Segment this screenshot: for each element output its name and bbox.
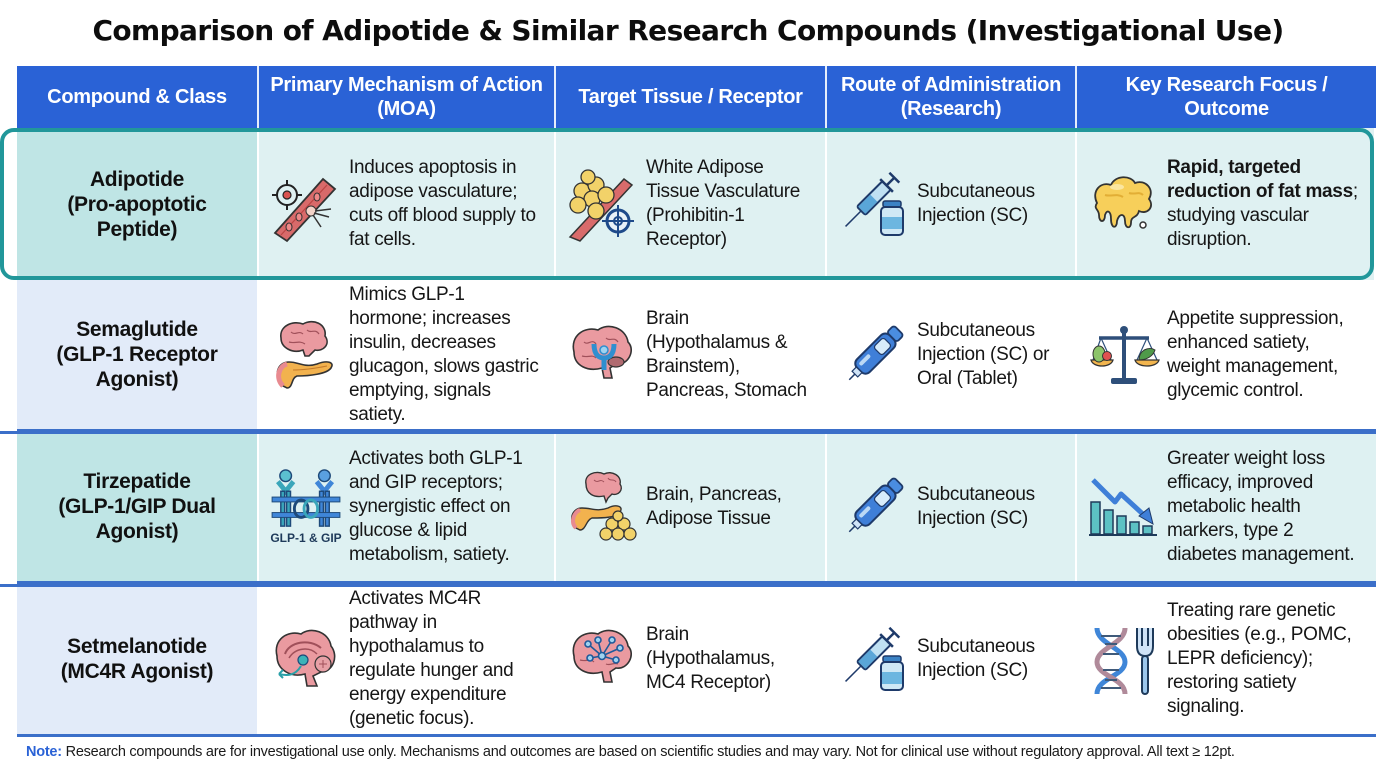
compound-cell: Setmelanotide (MC4R Agonist) (17, 584, 259, 734)
page-title: Comparison of Adipotide & Similar Resear… (92, 14, 1284, 47)
moa-cell: GLP-1 & GIP Activates both GLP-1 and GIP… (259, 432, 556, 581)
compound-cell: Adipotide (Pro-apoptotic Peptide) (17, 128, 259, 280)
blood-vessel-target-icon (269, 165, 343, 243)
outcome-text: Treating rare genetic obesities (e.g., P… (1167, 600, 1352, 717)
target-cell: Brain, Pancreas, Adipose Tissue (556, 432, 827, 581)
injection-pen-icon (837, 316, 911, 394)
receptor-label: GLP-1 & GIP (270, 531, 342, 545)
target-text: Brain, Pancreas, Adipose Tissue (646, 483, 782, 529)
note-label: Note: (26, 744, 62, 760)
outcome-cell: Treating rare genetic obesities (e.g., P… (1077, 584, 1376, 734)
balance-scale-icon (1087, 316, 1161, 394)
route-cell: Subcutaneous Injection (SC) (827, 432, 1077, 581)
moa-cell: Activates MC4R pathway in hypothalamus t… (259, 584, 556, 734)
header-compound: Compound & Class (17, 66, 259, 128)
header-target: Target Tissue / Receptor (556, 66, 827, 128)
table-header: Compound & Class Primary Mechanism of Ac… (17, 66, 1376, 128)
brain-pancreas-fat-icon (566, 468, 640, 546)
outcome-cell: Appetite suppression, enhanced satiety, … (1077, 280, 1376, 429)
moa-text: Activates both GLP-1 and GIP receptors; … (349, 447, 523, 565)
row-divider (0, 584, 1376, 587)
route-cell: Subcutaneous Injection (SC) (827, 584, 1077, 734)
route-text: Subcutaneous Injection (SC) (917, 483, 1035, 529)
table-row-tirzepatide: Tirzepatide (GLP-1/GIP Dual Agonist) (17, 432, 1376, 584)
injection-pen-icon (837, 468, 911, 546)
route-cell: Subcutaneous Injection (SC) (827, 128, 1077, 280)
dual-receptor-icon: GLP-1 & GIP (269, 468, 343, 546)
compound-name: Adipotide (89, 167, 185, 191)
target-cell: Brain (Hypothalamus & Brainstem), Pancre… (556, 280, 827, 429)
moa-cell: Mimics GLP-1 hormone; increases insulin,… (259, 280, 556, 429)
outcome-text: Appetite suppression, enhanced satiety, … (1167, 307, 1344, 401)
target-cell: White Adipose Tissue Vasculature (Prohib… (556, 128, 827, 280)
route-text: Subcutaneous Injection (SC) (917, 636, 1035, 681)
dna-fork-icon (1087, 620, 1161, 698)
compound-class: (GLP-1/GIP Dual Agonist) (58, 495, 216, 543)
header-route: Route of Administration (Research) (827, 66, 1077, 128)
compound-class: (GLP-1 Receptor Agonist) (56, 343, 218, 391)
moa-text: Mimics GLP-1 hormone; increases insulin,… (349, 283, 539, 425)
declining-bar-chart-icon (1087, 468, 1161, 546)
row-divider (0, 431, 1376, 434)
target-text: White Adipose Tissue Vasculature (Prohib… (646, 157, 801, 250)
brain-sagittal-icon (269, 620, 343, 698)
moa-cell: Induces apoptosis in adipose vasculature… (259, 128, 556, 280)
brain-network-icon (566, 620, 640, 698)
outcome-cell: Rapid, targeted reduction of fat mass; s… (1077, 128, 1376, 280)
table-row-semaglutide: Semaglutide (GLP-1 Receptor Agonist) Mim… (17, 280, 1376, 432)
moa-text: Activates MC4R pathway in hypothalamus t… (349, 588, 514, 729)
table-row-adipotide: Adipotide (Pro-apoptotic Peptide) (0, 128, 1376, 280)
note-text: Research compounds are for investigation… (61, 744, 1235, 760)
outcome-rest: ; studying vascular disruption. (1167, 181, 1358, 250)
outcome-text: Greater weight loss efficacy, improved m… (1167, 447, 1355, 565)
outcome-cell: Greater weight loss efficacy, improved m… (1077, 432, 1376, 581)
header-outcome: Key Research Focus / Outcome (1125, 74, 1328, 120)
melting-fat-icon (1087, 165, 1161, 243)
outcome-text: Rapid, targeted reduction of fat mass; s… (1167, 156, 1364, 252)
comparison-table: Compound & Class Primary Mechanism of Ac… (0, 66, 1376, 737)
brain-hypothalamus-icon (566, 316, 640, 394)
target-text: Brain (Hypothalamus & Brainstem), Pancre… (646, 307, 807, 401)
table-row-setmelanotide: Setmelanotide (MC4R Agonist) Activates M… (17, 584, 1376, 737)
brain-pancreas-icon (269, 316, 343, 394)
header-moa: Primary Mechanism of Action (MOA) (259, 66, 556, 128)
syringe-vial-icon (837, 165, 911, 243)
fat-cells-vessel-target-icon (566, 165, 640, 243)
compound-class: (MC4R Agonist) (60, 660, 214, 683)
syringe-vial-icon (837, 620, 911, 698)
moa-text: Induces apoptosis in adipose vasculature… (349, 157, 536, 250)
target-text: Brain (Hypothalamus, MC4 Receptor) (646, 624, 775, 693)
compound-name: Semaglutide (76, 318, 198, 341)
outcome-bold: Rapid, targeted reduction of fat mass (1167, 157, 1353, 202)
target-cell: Brain (Hypothalamus, MC4 Receptor) (556, 584, 827, 734)
route-text: Subcutaneous Injection (SC) or Oral (Tab… (917, 319, 1050, 389)
compound-name: Tirzepatide (83, 470, 191, 493)
compound-name: Setmelanotide (67, 635, 207, 658)
route-text: Subcutaneous Injection (SC) (917, 181, 1035, 226)
compound-cell: Semaglutide (GLP-1 Receptor Agonist) (17, 280, 259, 429)
compound-cell: Tirzepatide (GLP-1/GIP Dual Agonist) (17, 432, 259, 581)
footer-note: Note: Research compounds are for investi… (26, 744, 1235, 760)
route-cell: Subcutaneous Injection (SC) or Oral (Tab… (827, 280, 1077, 429)
compound-class: (Pro-apoptotic Peptide) (67, 192, 207, 241)
